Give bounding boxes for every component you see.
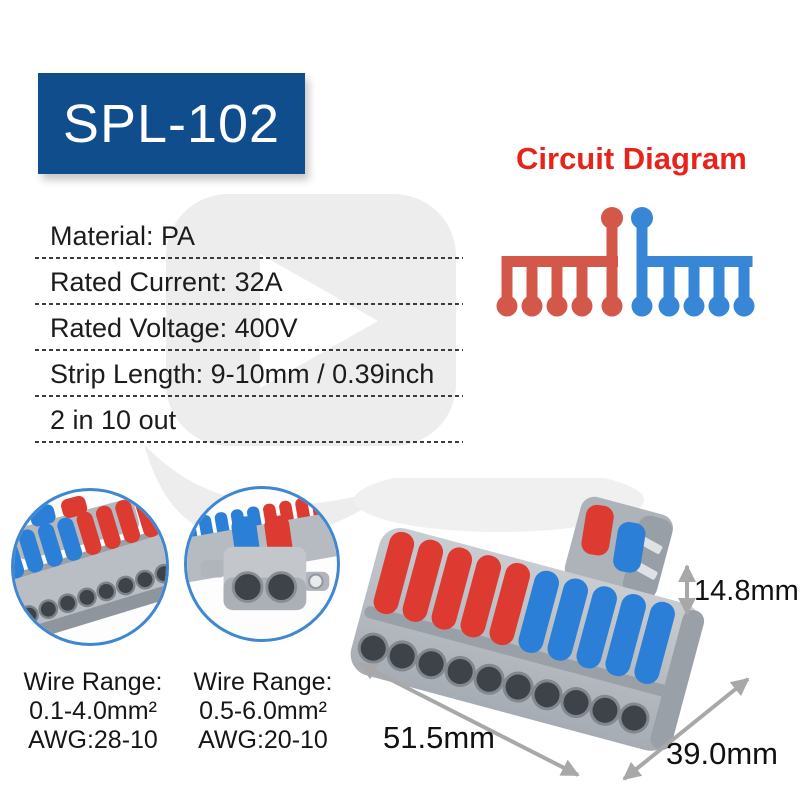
spec-text: Rated Current: 32A — [50, 266, 283, 297]
wire-range-value: 0.1-4.0mm² — [29, 697, 157, 725]
output-side-closeup — [14, 491, 166, 643]
spec-row-rated-voltage: Rated Voltage: 400V — [35, 305, 463, 351]
wire-range-label: Wire Range: — [23, 668, 163, 696]
spec-text: Material: PA — [50, 220, 196, 251]
product-photo — [350, 478, 750, 781]
wire-range-label: Wire Range: — [193, 668, 333, 696]
circuit-red-branch — [496, 207, 623, 317]
spec-list: Material: PA Rated Current: 32A Rated Vo… — [35, 213, 463, 443]
watermark-swoosh-tail — [354, 478, 644, 532]
spec-text: Rated Voltage: 400V — [50, 312, 298, 343]
dimension-arrow-length — [358, 662, 580, 777]
model-banner: SPL-102 — [38, 73, 305, 174]
spec-text: Strip Length: 9-10mm / 0.39inch — [50, 358, 435, 389]
spec-row-material: Material: PA — [35, 213, 463, 259]
circuit-diagram-title: Circuit Diagram — [516, 141, 747, 176]
input-side-closeup — [187, 492, 337, 611]
input-connector-closeup — [200, 515, 330, 611]
wire-range-awg: AWG:28-10 — [28, 726, 158, 754]
spec-text: 2 in 10 out — [50, 404, 177, 435]
wire-range-awg: AWG:20-10 — [198, 726, 328, 754]
input-section — [564, 496, 674, 601]
dimension-arrow-width — [622, 677, 750, 781]
circuit-blue-branch — [631, 207, 755, 317]
circuit-diagram — [496, 207, 755, 317]
spec-row-rated-current: Rated Current: 32A — [35, 259, 463, 305]
inset-photo-output-side — [11, 488, 169, 646]
dimension-height-label: 14.8mm — [694, 575, 799, 607]
spec-row-configuration: 2 in 10 out — [35, 397, 463, 443]
wire-range-value: 0.5-6.0mm² — [199, 697, 327, 725]
model-name: SPL-102 — [62, 93, 281, 154]
wire-range-output-side: Wire Range: 0.1-4.0mm² AWG:28-10 — [5, 668, 181, 755]
spec-row-strip-length: Strip Length: 9-10mm / 0.39inch — [35, 351, 463, 397]
dimension-length-label: 51.5mm — [383, 720, 495, 755]
play-triangle-icon — [260, 254, 378, 388]
inset-photo-input-side — [184, 486, 340, 642]
wire-range-input-side: Wire Range: 0.5-6.0mm² AWG:20-10 — [175, 668, 351, 755]
dimension-width-label: 39.0mm — [666, 736, 778, 771]
